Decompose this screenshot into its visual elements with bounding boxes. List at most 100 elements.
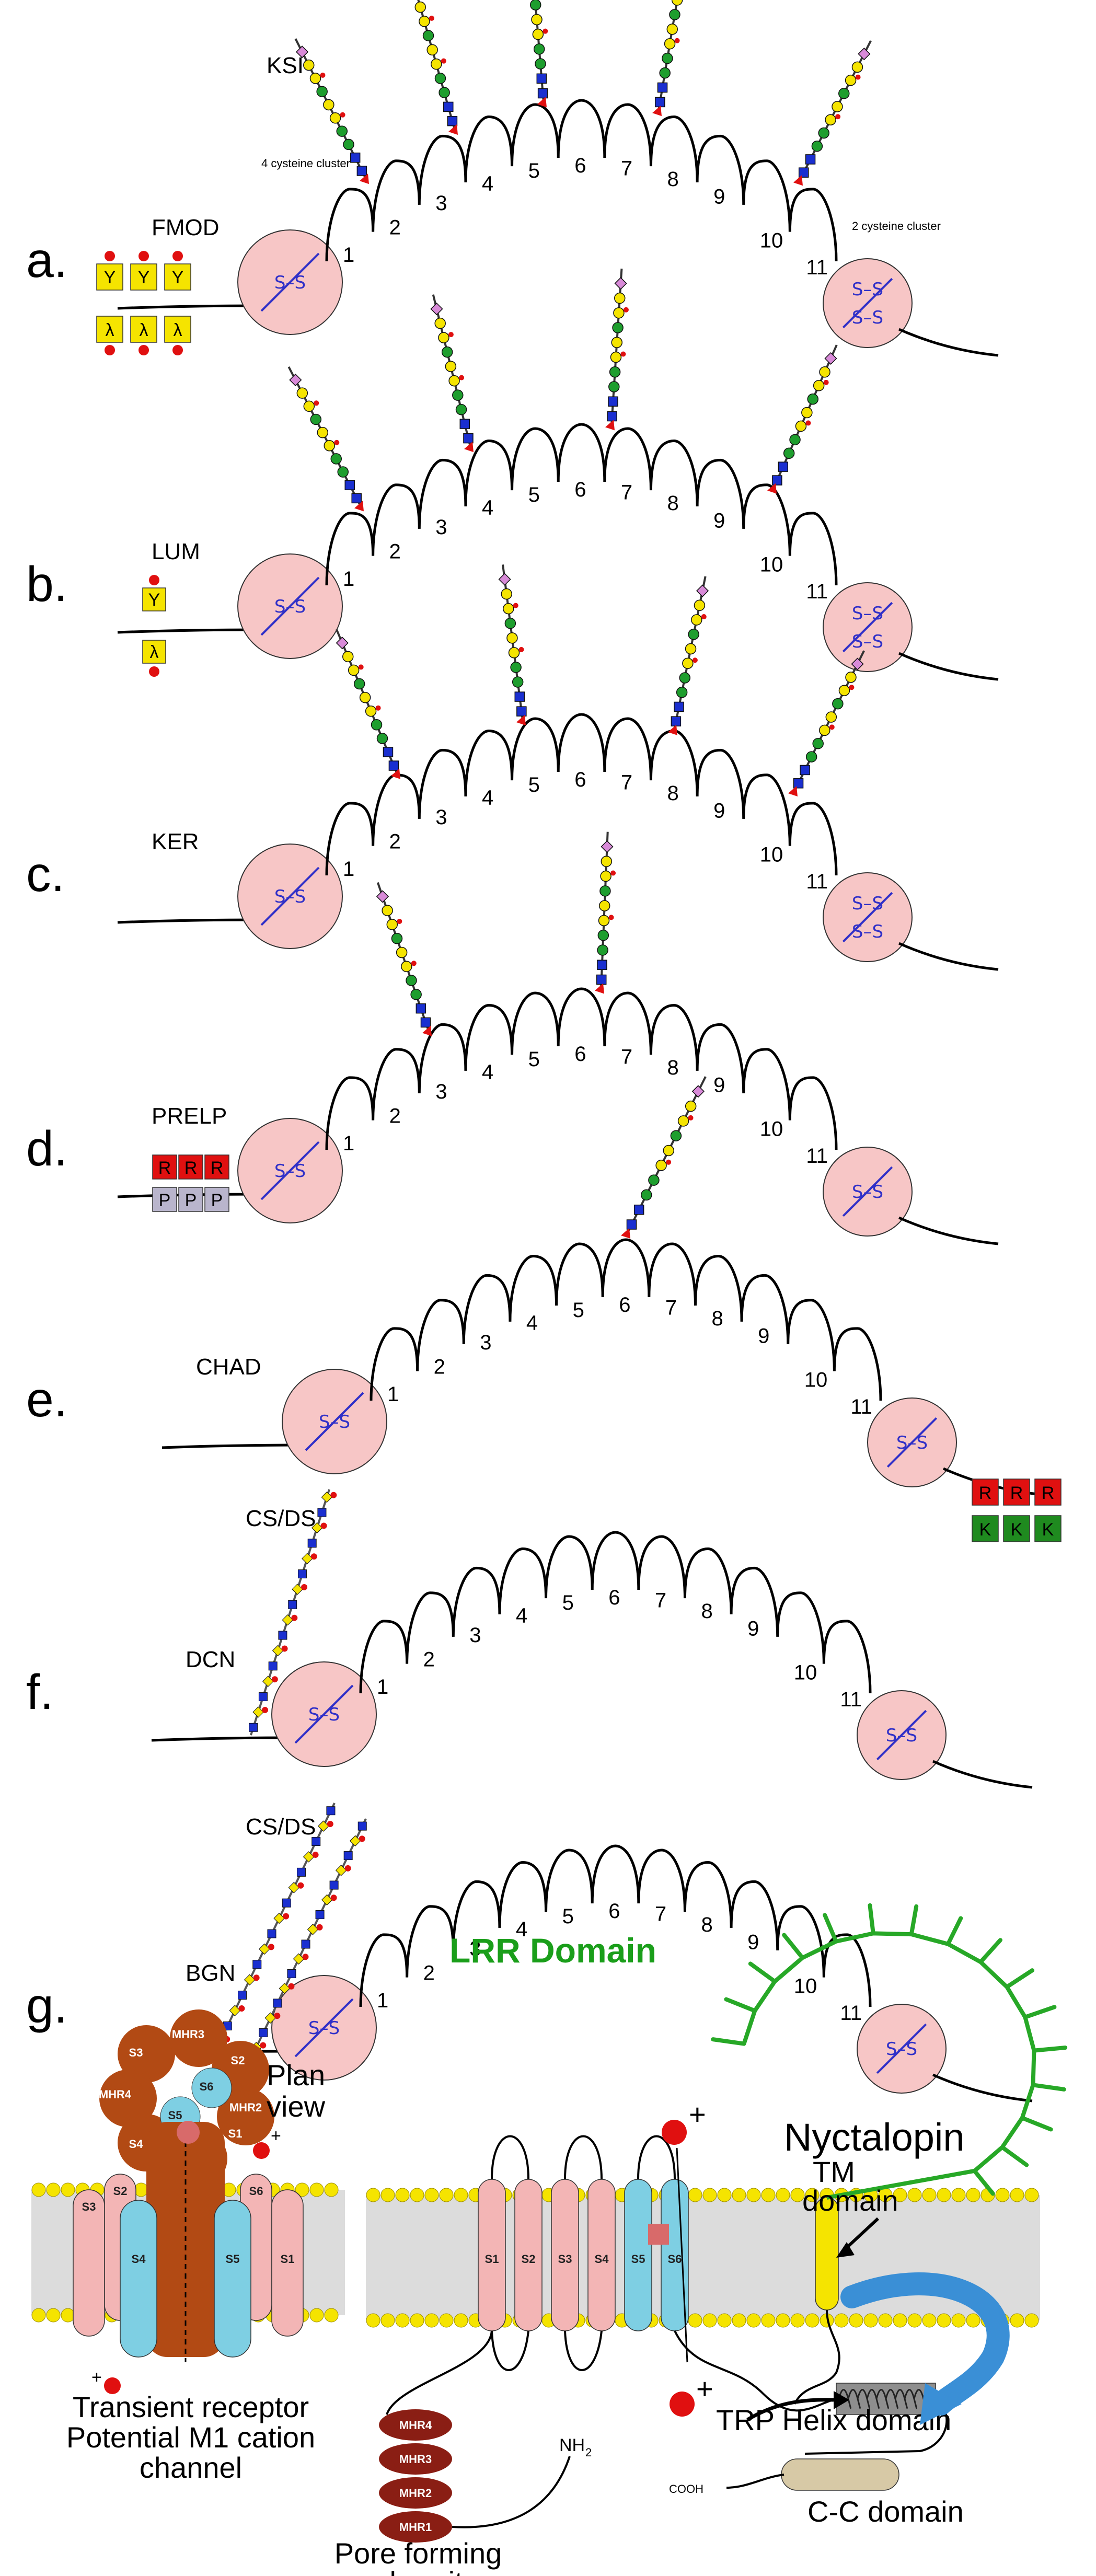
sialic-dot	[149, 575, 159, 585]
disulfide-label: S–S	[852, 921, 883, 942]
plan-label-1: MHR3	[172, 2028, 204, 2041]
sulfate-dot	[701, 614, 707, 620]
protein-name: BGN	[186, 1960, 235, 1986]
protein-name: CHAD	[196, 1354, 261, 1380]
glycan-circle	[682, 657, 694, 669]
glycan-chain	[294, 38, 369, 184]
repeat-number: 10	[760, 844, 783, 867]
membrane-core	[366, 2195, 1040, 2320]
side-s6	[214, 2200, 251, 2358]
cs-sulfate	[274, 2013, 281, 2019]
glycan-circle	[535, 58, 546, 70]
glycan-square	[350, 152, 361, 163]
arginine-label: R	[979, 1483, 992, 1503]
cs-square	[297, 1569, 307, 1579]
pore-caption-0: Pore forming	[334, 2537, 502, 2570]
lipid-head-top	[966, 2188, 980, 2202]
glycan-circle	[504, 617, 516, 629]
repeat-number: 3	[435, 516, 447, 539]
lipid-head-top	[439, 2188, 454, 2202]
glycan-circle	[811, 140, 823, 152]
repeat-number: 3	[469, 1937, 481, 1960]
arginine-label: R	[211, 1158, 224, 1178]
segment-label-5: S6	[668, 2252, 682, 2266]
glycan-circle	[445, 361, 457, 372]
lipid-head-top	[761, 2188, 776, 2202]
glycan-square	[443, 101, 454, 112]
glycan-circle	[353, 678, 365, 690]
repeat-number: 5	[562, 1591, 574, 1614]
cs-diamond	[311, 1522, 323, 1534]
yoke-bottom: λ	[140, 320, 148, 340]
cooh-label: COOH	[669, 2482, 703, 2496]
mhr-label-3: MHR1	[399, 2521, 432, 2534]
glycan-chain	[605, 268, 629, 431]
disulfide-label: S–S	[896, 1433, 928, 1453]
extracellular-loops	[491, 2135, 676, 2180]
cs-diamond	[349, 1835, 361, 1847]
repeat-number: 3	[469, 1624, 481, 1647]
cs-sulfate	[302, 1954, 309, 1960]
fucose-triangle	[788, 786, 798, 797]
cs-diamond	[279, 1982, 291, 1994]
intracellular-loops	[491, 2330, 603, 2371]
glycan-square	[805, 154, 816, 165]
c-terminal-tail	[898, 942, 999, 971]
ion-path	[676, 2147, 688, 2363]
glycan-circle	[419, 16, 430, 27]
sulfate-dot	[620, 351, 626, 357]
glycan-circle	[296, 387, 308, 399]
repeat-number: 4	[482, 172, 493, 195]
repeat-number: 5	[573, 1299, 584, 1322]
glycan-circle	[348, 664, 360, 676]
repeat-number: 7	[655, 1903, 666, 1926]
yoke-box-bottom	[164, 316, 191, 343]
lipid-head-bottom	[1024, 2313, 1039, 2328]
glycan-circle	[365, 705, 377, 717]
glycan-circle	[597, 929, 609, 941]
disulfide-label: S–S	[852, 279, 883, 300]
plus-out: +	[689, 2098, 706, 2131]
repeat-number: 6	[574, 478, 586, 501]
lipid-head-top	[454, 2188, 468, 2202]
lipid-head-top	[951, 2188, 966, 2202]
glycan-circle	[329, 112, 341, 124]
panel-letter: e.	[26, 1372, 67, 1427]
fucose-triangle	[391, 768, 400, 779]
cs-diamond	[292, 1584, 303, 1595]
segment-label-0: S1	[485, 2252, 499, 2266]
cysteine-cluster: S–S	[823, 1147, 913, 1237]
left-caption-2: channel	[140, 2451, 242, 2484]
cs-diamond	[302, 1553, 313, 1564]
protein-name: DCN	[186, 1647, 235, 1672]
glycan-circle	[666, 24, 678, 35]
glycan-circle	[819, 366, 830, 378]
cs-sulfate	[310, 1553, 317, 1560]
plan-label-6: S5	[168, 2109, 182, 2122]
repeat-number: 9	[713, 186, 725, 209]
cs-diamond	[321, 1894, 333, 1906]
lipid-head-top	[61, 2182, 75, 2197]
ion-bottom	[104, 2377, 121, 2394]
ion-out	[662, 2120, 687, 2145]
cs-square	[273, 1999, 282, 2008]
cs-sulfate	[301, 1584, 308, 1590]
lipid-head-top	[324, 2182, 339, 2197]
cs-square	[259, 2028, 268, 2037]
repeat-number: 9	[713, 510, 725, 533]
proline-label: P	[211, 1191, 223, 1210]
arginine-label: R	[184, 1158, 198, 1178]
glycan-diamond	[289, 373, 302, 387]
sulfate-dot	[441, 58, 446, 64]
arginine-box	[972, 1478, 999, 1506]
glycan-circle	[608, 381, 620, 392]
panel-h: h.S3MHR3S2MHR4S6MHR2S5S4MHR1S1PlanviewS3…	[31, 1903, 1068, 2576]
segment-label-2: S3	[558, 2252, 572, 2266]
glycan-circle	[655, 1160, 667, 1171]
glycan-circle	[609, 366, 621, 378]
cs-diamond	[288, 1882, 300, 1893]
fucose-triangle	[668, 724, 677, 735]
sialic-dot	[149, 666, 159, 677]
glycan-circle	[805, 751, 817, 763]
